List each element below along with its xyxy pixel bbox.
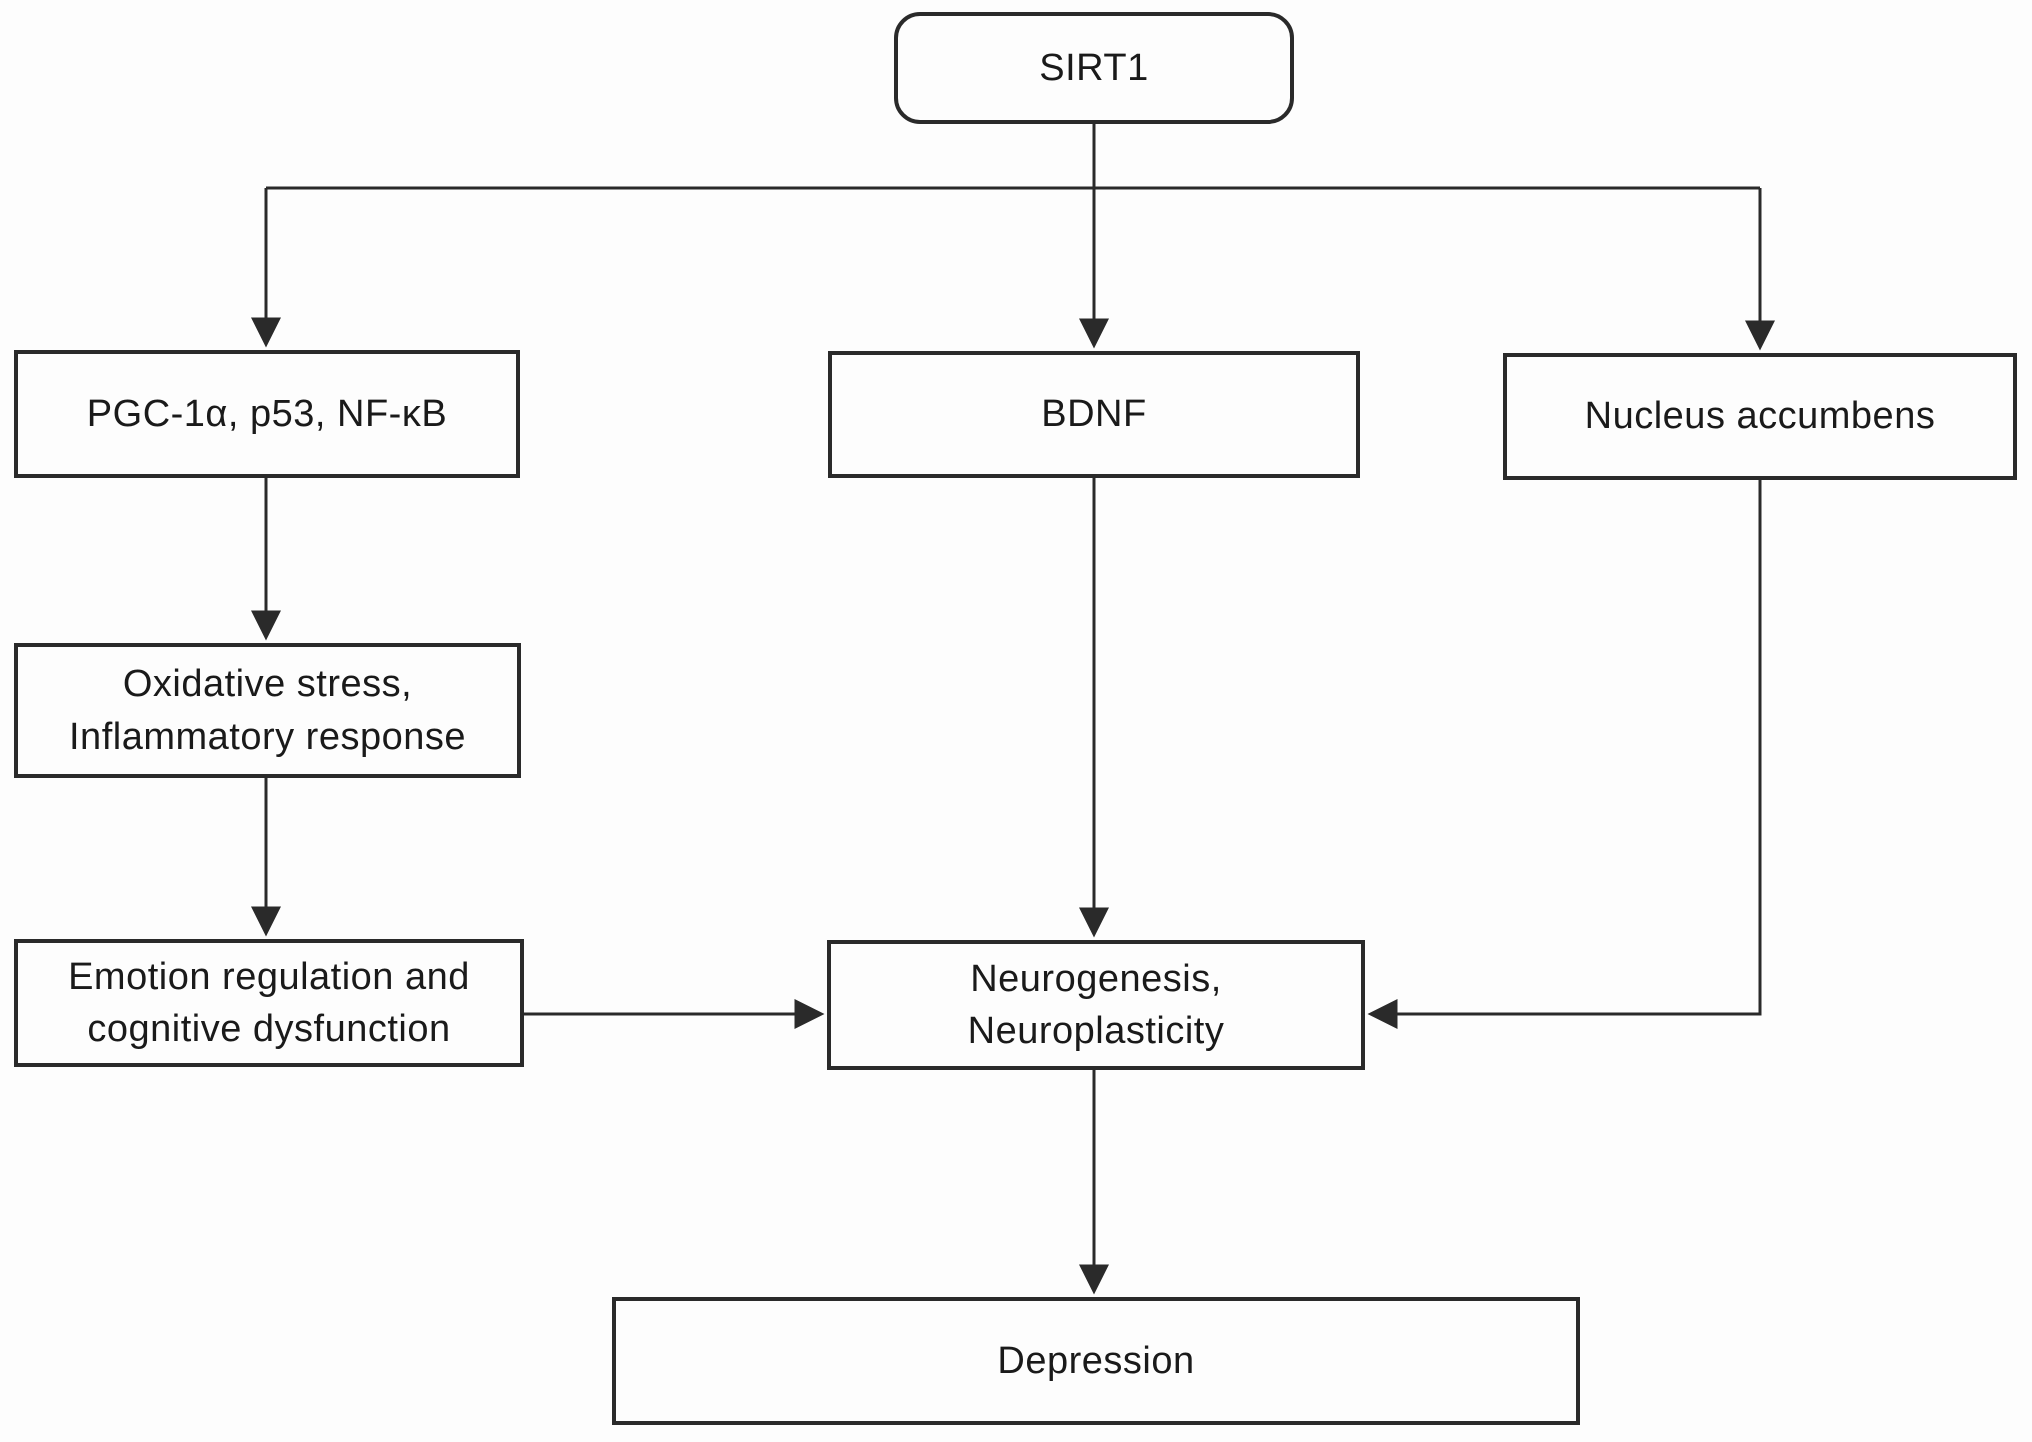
node-sirt1-label: SIRT1 <box>1039 46 1149 89</box>
node-pgc-p53-nfkb-label: PGC-1α, p53, NF-κB <box>86 392 448 435</box>
node-depression: Depression <box>612 1297 1580 1425</box>
node-neurogenesis-label: Neurogenesis, Neuroplasticity <box>967 957 1225 1052</box>
node-nucleus-accumbens-label: Nucleus accumbens <box>1584 395 1936 438</box>
node-oxidative-stress-label: Oxidative stress, Inflammatory response <box>69 663 466 758</box>
edge-nucleus-to-neurogenesis <box>1367 480 1762 1029</box>
node-pgc-p53-nfkb: PGC-1α, p53, NF-κB <box>14 350 520 478</box>
node-nucleus-accumbens: Nucleus accumbens <box>1503 353 2017 480</box>
node-depression-label: Depression <box>997 1339 1195 1382</box>
node-bdnf-label: BDNF <box>1041 393 1147 436</box>
node-emotion-regulation-label: Emotion regulation and cognitive dysfunc… <box>68 955 470 1050</box>
node-neurogenesis: Neurogenesis, Neuroplasticity <box>827 940 1365 1070</box>
node-sirt1: SIRT1 <box>894 12 1294 124</box>
node-oxidative-stress: Oxidative stress, Inflammatory response <box>14 643 521 778</box>
node-bdnf: BDNF <box>828 351 1360 478</box>
node-emotion-regulation: Emotion regulation and cognitive dysfunc… <box>14 939 524 1067</box>
